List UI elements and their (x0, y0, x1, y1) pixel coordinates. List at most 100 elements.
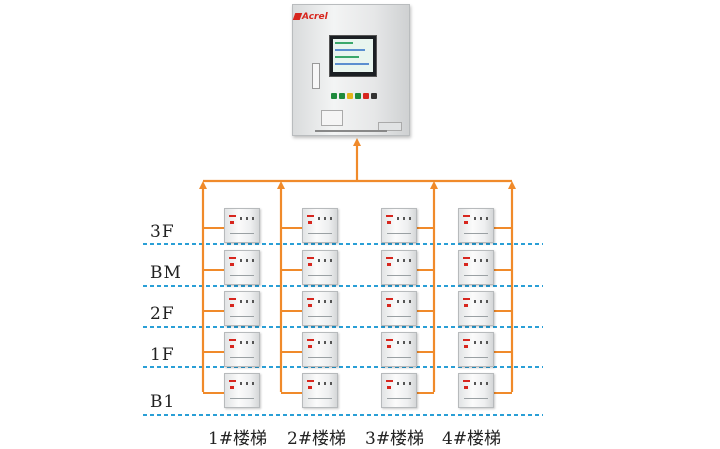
module-indicator-icon (230, 345, 234, 348)
card-slot (312, 63, 320, 89)
module-digits (397, 382, 412, 385)
module-digits (397, 341, 412, 344)
module-digits (240, 382, 255, 385)
module-logo-icon (386, 339, 393, 341)
floor-label: 1F (150, 345, 175, 365)
main-controller-cabinet: Acrel (292, 4, 410, 136)
monitor-module (381, 373, 417, 408)
module-logo-icon (463, 215, 470, 217)
stairwell-label: 3#楼梯 (365, 429, 425, 449)
module-logo-icon (229, 215, 236, 217)
monitor-module (224, 291, 260, 326)
module-indicator-icon (464, 386, 468, 389)
monitor-module (458, 332, 494, 367)
module-line (387, 357, 411, 358)
module-digits (240, 300, 255, 303)
module-indicator-icon (308, 386, 312, 389)
printer-slot (321, 110, 343, 126)
module-indicator-icon (464, 345, 468, 348)
floor-label: BM (150, 263, 182, 283)
module-line (308, 357, 332, 358)
red-button-icon (363, 93, 369, 99)
module-line (308, 398, 332, 399)
module-indicator-icon (464, 263, 468, 266)
module-digits (240, 341, 255, 344)
monitor-module (224, 208, 260, 243)
stairwell-label: 2#楼梯 (287, 429, 347, 449)
module-digits (318, 382, 333, 385)
monitor-module (458, 373, 494, 408)
module-line (464, 398, 488, 399)
module-logo-icon (386, 257, 393, 259)
module-line (387, 398, 411, 399)
module-indicator-icon (230, 304, 234, 307)
green-button-icon (355, 93, 361, 99)
module-indicator-icon (387, 221, 391, 224)
module-indicator-icon (308, 221, 312, 224)
monitor-module (458, 208, 494, 243)
module-logo-icon (463, 298, 470, 300)
monitor-module (224, 250, 260, 285)
module-logo-icon (229, 380, 236, 382)
module-line (230, 275, 254, 276)
module-digits (318, 259, 333, 262)
module-indicator-icon (387, 304, 391, 307)
module-digits (397, 217, 412, 220)
screen-display (333, 39, 373, 72)
module-line (387, 233, 411, 234)
module-line (230, 316, 254, 317)
module-line (308, 275, 332, 276)
module-indicator-icon (387, 345, 391, 348)
module-logo-icon (463, 339, 470, 341)
module-logo-icon (386, 380, 393, 382)
monitor-module (302, 332, 338, 367)
module-indicator-icon (464, 304, 468, 307)
module-line (230, 233, 254, 234)
module-indicator-icon (387, 386, 391, 389)
module-line (387, 316, 411, 317)
monitor-module (458, 291, 494, 326)
module-logo-icon (386, 215, 393, 217)
module-logo-icon (463, 257, 470, 259)
monitor-module (381, 332, 417, 367)
monitor-module (381, 291, 417, 326)
green-button-icon (339, 93, 345, 99)
monitor-module (224, 332, 260, 367)
module-line (464, 357, 488, 358)
module-digits (474, 300, 489, 303)
module-digits (240, 217, 255, 220)
monitor-module (302, 208, 338, 243)
module-digits (474, 259, 489, 262)
module-digits (474, 341, 489, 344)
module-line (230, 398, 254, 399)
monitor-module (458, 250, 494, 285)
module-logo-icon (307, 215, 314, 217)
name-plate (378, 122, 402, 131)
module-digits (397, 300, 412, 303)
module-indicator-icon (230, 263, 234, 266)
module-logo-icon (307, 380, 314, 382)
black-button-icon (371, 93, 377, 99)
monitor-module (302, 250, 338, 285)
monitor-module (302, 373, 338, 408)
module-digits (240, 259, 255, 262)
module-line (308, 316, 332, 317)
module-logo-icon (229, 298, 236, 300)
monitor-module (302, 291, 338, 326)
module-line (464, 233, 488, 234)
module-digits (318, 217, 333, 220)
module-indicator-icon (387, 263, 391, 266)
floor-label: B1 (150, 392, 176, 412)
cabinet-screen (329, 35, 377, 77)
monitor-module (224, 373, 260, 408)
module-digits (474, 382, 489, 385)
cabinet-brand: Acrel (302, 12, 328, 22)
module-indicator-icon (230, 386, 234, 389)
module-line (230, 357, 254, 358)
module-line (308, 233, 332, 234)
stairwell-label: 1#楼梯 (208, 429, 268, 449)
module-logo-icon (386, 298, 393, 300)
module-line (464, 275, 488, 276)
